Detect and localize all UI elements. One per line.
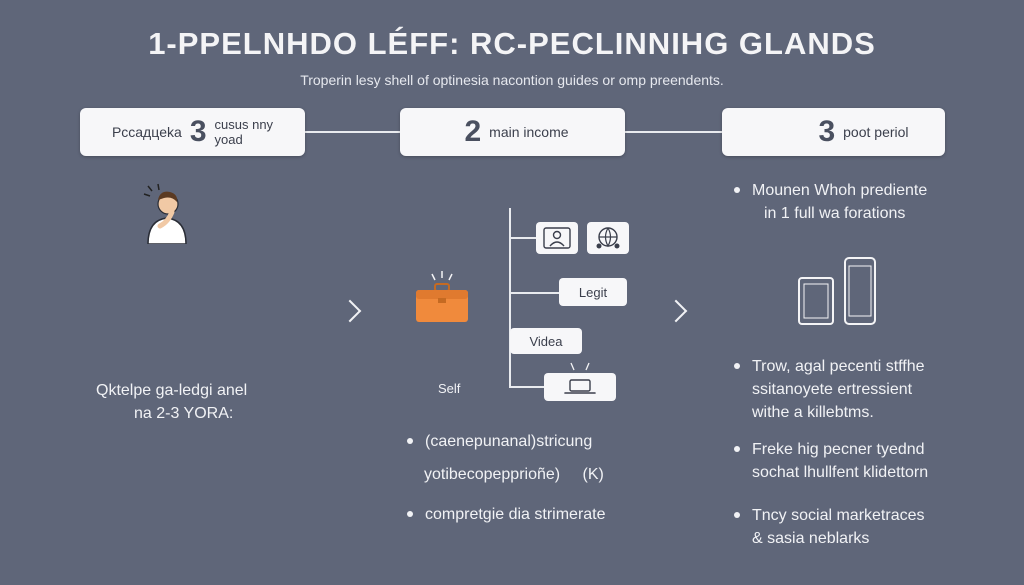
right-bullet-1: Trow, agal pecenti stffhe ssitanoyete er… bbox=[734, 355, 1012, 424]
stage-3-label: poot periol bbox=[843, 124, 909, 140]
right-bullet-3-line-1: Tncy social marketraces bbox=[752, 507, 925, 524]
stage-3-number: 3 bbox=[818, 115, 836, 148]
middle-bullet-1-line-1: (caenepunanal)stricung bbox=[425, 433, 593, 450]
tablet-icon bbox=[798, 257, 876, 325]
devices-icon bbox=[797, 256, 881, 326]
stage-1-label-right-1: cusus nny bbox=[214, 117, 274, 132]
stage-1-label-left: Pccaдцeka bbox=[111, 124, 182, 140]
left-note-line-1: Qktelpe ga-ledgi anel bbox=[96, 382, 248, 399]
legit-box: Legit bbox=[559, 278, 627, 306]
right-top-bullet: Mounen Whoh prediente in 1 full wa forat… bbox=[734, 179, 1002, 225]
chevron-right-icon-2 bbox=[664, 299, 688, 323]
laptop-icon bbox=[544, 373, 616, 401]
right-bullet-2: Freke hig pecner tyednd sochat lhullfent… bbox=[734, 438, 1012, 484]
right-bullet-3-line-2: & sasia neblarks bbox=[752, 530, 870, 547]
globe-people-icon bbox=[587, 222, 629, 254]
stage-pill-3: 3 poot periol bbox=[722, 108, 945, 156]
stage-pill-1: Pccaдцeka 3 cusus nny yoad bbox=[80, 108, 305, 156]
right-bullet-1-line-2: ssitanoyete ertressient bbox=[752, 381, 913, 398]
middle-bullet-2-line-1: compretgie dia strimerate bbox=[425, 506, 606, 523]
middle-bullet-1: (caenepunanal)stricung yotibecopepprioñe… bbox=[407, 430, 705, 486]
stage-pill-2: 2 main income bbox=[400, 108, 625, 156]
sparkle-lines bbox=[565, 360, 595, 372]
user-card-icon bbox=[536, 222, 578, 254]
middle-bullet-1-line-2: yotibecopepprioñe) bbox=[424, 466, 561, 483]
page-title: 1-PPELNHDO LÉFF: RC-PECLINNIHG GLANDS bbox=[148, 26, 876, 61]
tree-branch-3 bbox=[509, 386, 545, 388]
self-label: Self bbox=[438, 381, 461, 396]
right-bullet-2-line-2: sochat lhullfent klidettorn bbox=[752, 464, 929, 481]
stage-2-number: 2 bbox=[464, 115, 482, 148]
right-bullet-1-line-1: Trow, agal pecenti stffhe bbox=[752, 358, 925, 375]
videa-box: Videa bbox=[510, 328, 582, 354]
right-top-bullet-line-2: in 1 full wa forations bbox=[764, 205, 906, 222]
briefcase-icon bbox=[412, 270, 472, 326]
right-top-bullet-line-1: Mounen Whoh prediente bbox=[752, 182, 928, 199]
stage-2-label: main income bbox=[489, 124, 569, 140]
tree-branch-2 bbox=[509, 292, 561, 294]
tree-trunk bbox=[509, 208, 511, 388]
person-thinking-icon bbox=[142, 182, 192, 245]
middle-bullet-2: compretgie dia strimerate bbox=[407, 503, 705, 526]
tree-branch-1 bbox=[509, 237, 539, 239]
stage-1-number: 3 bbox=[189, 115, 207, 148]
stage-1-label-right-2: yoad bbox=[214, 132, 243, 147]
right-bullet-2-line-1: Freke hig pecner tyednd bbox=[752, 441, 925, 458]
phone-icon bbox=[844, 257, 876, 325]
middle-bullet-1-tag: (K) bbox=[582, 466, 604, 483]
chevron-right-icon bbox=[338, 299, 362, 323]
left-note-line-2: na 2-3 YORA: bbox=[134, 405, 234, 422]
stage-1-label-right: cusus nny yoad bbox=[215, 117, 274, 147]
right-bullet-1-line-3: withe a killebtms. bbox=[752, 404, 874, 421]
left-note: Qktelpe ga-ledgi anel na 2-3 YORA: bbox=[96, 379, 326, 425]
page-subtitle: Troperin lesy shell of optinesia naconti… bbox=[300, 72, 724, 88]
right-bullet-3: Tncy social marketraces & sasia neblarks bbox=[734, 504, 1012, 550]
